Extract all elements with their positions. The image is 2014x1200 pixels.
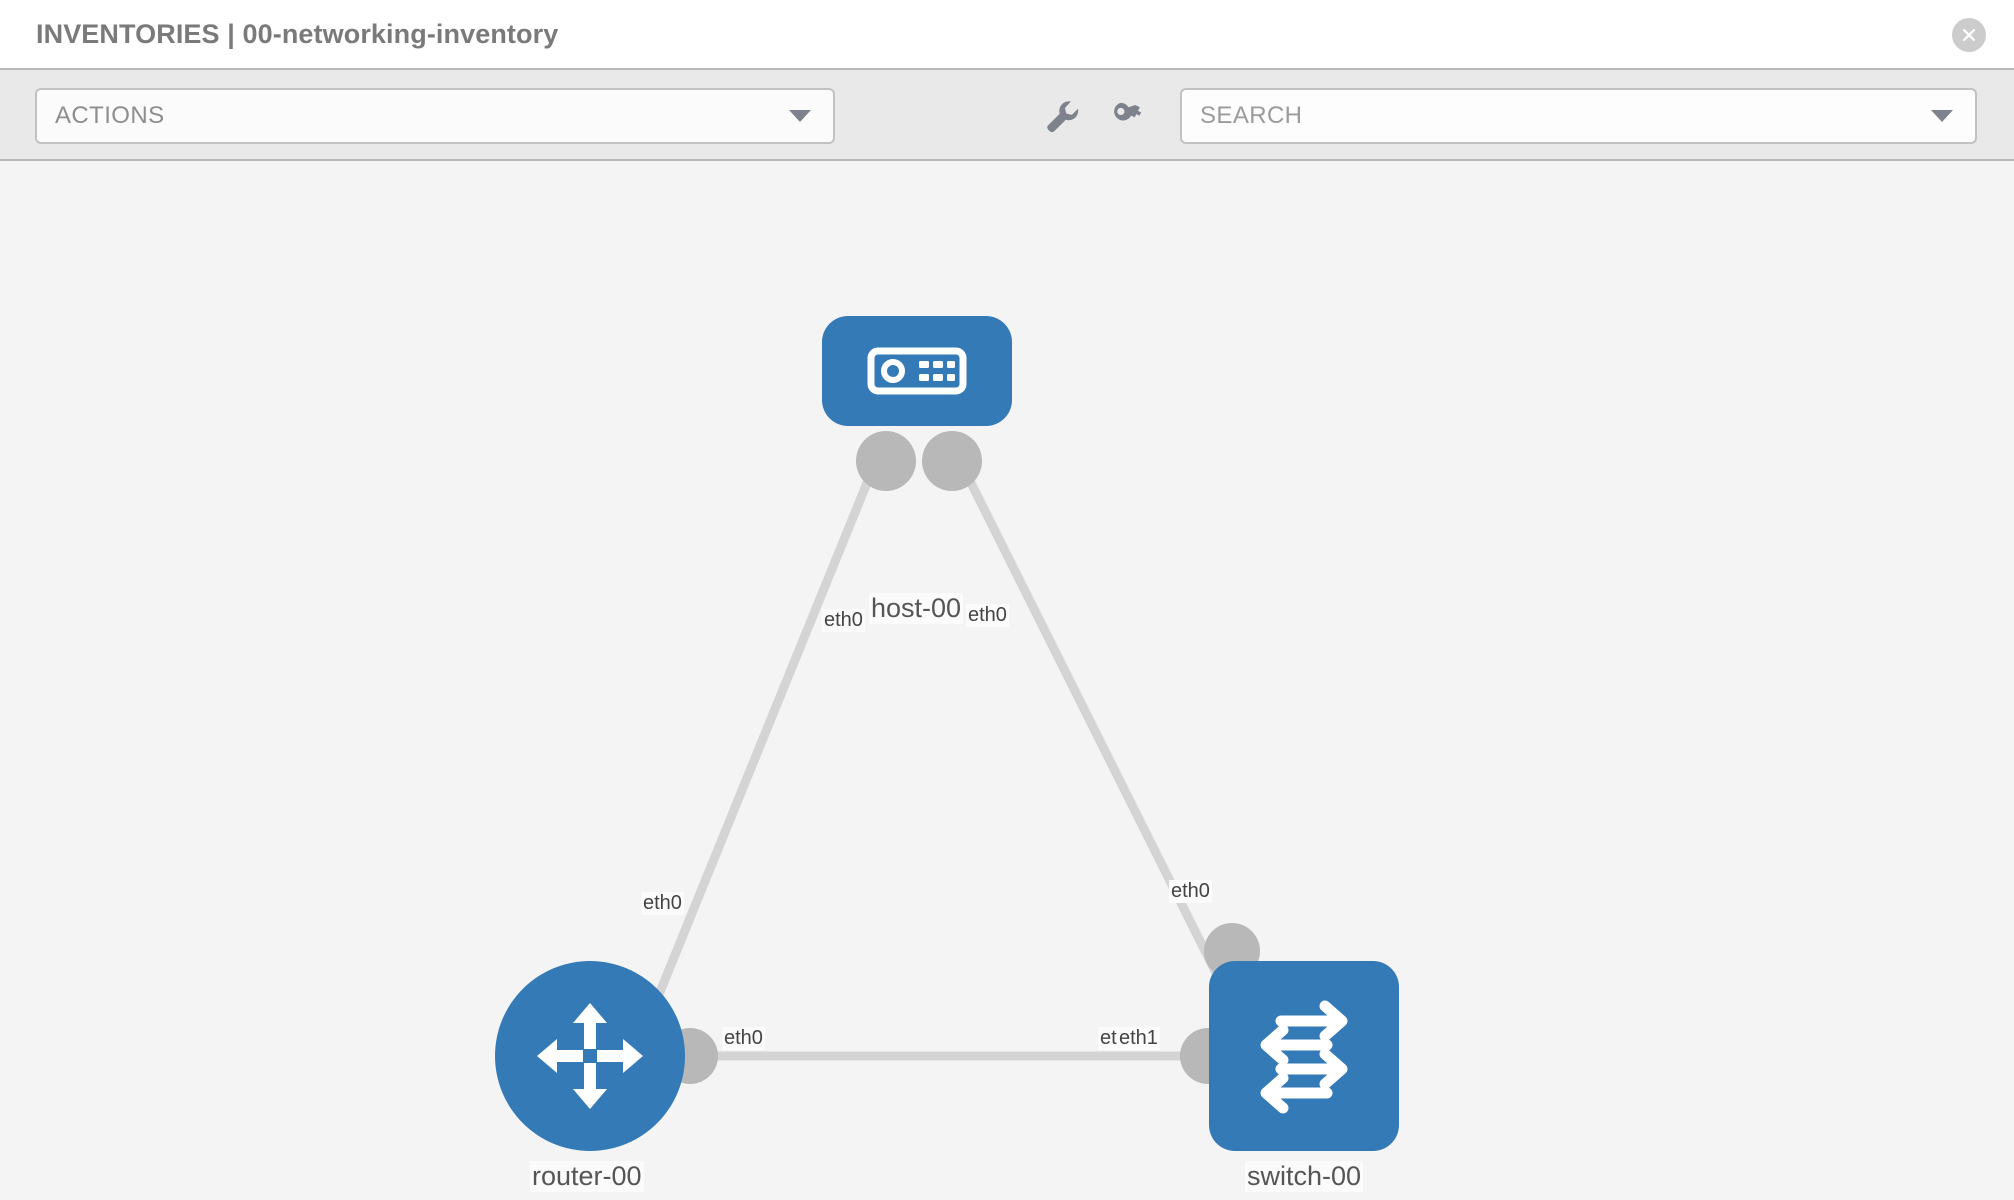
link-host-switch [950,448,1235,1004]
topology-node-router-00[interactable] [495,961,685,1151]
topology-node-host-00[interactable] [822,316,1012,426]
page-title: INVENTORIES | 00-networking-inventory [36,18,559,49]
interface-label-switch-uplink: eth0 [1169,880,1212,903]
switch-arrows-icon [1260,1000,1348,1114]
wrench-icon[interactable] [1038,92,1084,138]
toolbar: ACTIONS SEARCH [0,68,2014,161]
search-placeholder: SEARCH [1200,102,1303,129]
interface-label-host-right: eth0 [966,604,1009,627]
close-icon[interactable] [1952,18,1986,52]
node-label-router-00: router-00 [530,1161,644,1192]
node-label-host-00: host-00 [869,593,964,624]
actions-dropdown[interactable]: ACTIONS [35,88,835,144]
chevron-down-icon[interactable] [1931,110,1953,122]
interface-label-switch-left-eth1: eth1 [1117,1027,1160,1050]
router-arrows-icon [537,1003,643,1109]
server-appliance-icon [867,347,967,395]
interface-label-host-left: eth0 [822,609,865,632]
node-label-switch-00: switch-00 [1245,1161,1364,1192]
chevron-down-icon [789,110,811,122]
socket-host-right [922,431,982,491]
search-input[interactable]: SEARCH [1180,88,1977,144]
key-icon[interactable] [1107,92,1153,138]
socket-host-left [856,431,916,491]
actions-dropdown-label: ACTIONS [55,102,165,129]
interface-label-router-right: eth0 [722,1027,765,1050]
topology-canvas[interactable]: host-00 router-00 switch-00 eth0 eth0 et… [0,161,2014,1200]
page-header: INVENTORIES | 00-networking-inventory [0,0,2014,68]
interface-label-router-uplink: eth0 [641,892,684,915]
topology-graph [635,431,1260,1084]
link-host-router [635,449,885,1043]
topology-node-switch-00[interactable] [1209,961,1399,1151]
